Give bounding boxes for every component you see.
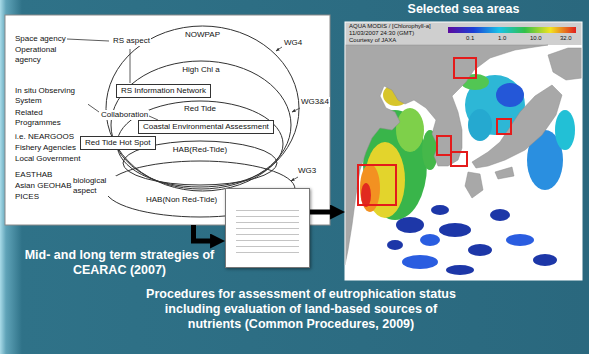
leader-line bbox=[276, 47, 282, 51]
scale-value: 1.0 bbox=[498, 35, 506, 42]
chlorophyll-field bbox=[402, 255, 438, 269]
chlorophyll-field bbox=[396, 108, 424, 152]
chlorophyll-field bbox=[361, 183, 371, 207]
map-panel: Selected sea areas bbox=[345, 22, 582, 280]
chlorophyll-field bbox=[420, 234, 440, 246]
map-background bbox=[345, 22, 582, 280]
chlorophyll-field bbox=[387, 240, 403, 250]
node-label: Red Tide Hot Spot bbox=[85, 138, 151, 148]
diagram-label: i.e. NEARGOOS bbox=[14, 132, 75, 142]
diagram-label: RS aspect bbox=[112, 36, 151, 46]
chlorophyll-field bbox=[431, 205, 449, 215]
diagram-label: WG3 bbox=[297, 166, 317, 176]
caption: Mid- and long term strategies of CEARAC … bbox=[17, 248, 222, 278]
caption: Selected sea areas bbox=[345, 2, 582, 17]
land bbox=[465, 172, 483, 198]
leader-line bbox=[67, 39, 300, 181]
selected-area-box bbox=[497, 119, 511, 134]
diagram-label: Fishery Agencies bbox=[14, 143, 77, 153]
leader-line bbox=[291, 177, 298, 181]
chlorophyll-field bbox=[468, 109, 492, 141]
chlorophyll-field bbox=[533, 254, 557, 266]
chlorophyll-field bbox=[506, 234, 534, 246]
ellipse-outline bbox=[106, 26, 299, 191]
node-label: High Chl a bbox=[110, 65, 292, 75]
scale-value: 10.0 bbox=[530, 35, 542, 42]
map-background bbox=[345, 45, 582, 280]
chlorophyll-field bbox=[555, 110, 575, 150]
land bbox=[472, 85, 562, 168]
map-caption: Courtesy of JAXA bbox=[349, 37, 396, 44]
land bbox=[495, 167, 514, 179]
diagram-label: Space agency bbox=[14, 34, 67, 44]
node-label: RS Information Network bbox=[121, 86, 206, 96]
node-label: Coastal Environmental Assessment bbox=[143, 122, 269, 132]
ellipse-outline bbox=[111, 61, 291, 189]
land bbox=[345, 45, 548, 265]
chlorophyll-field bbox=[468, 244, 492, 256]
caption: Procedures for assessment of eutrophicat… bbox=[141, 287, 461, 332]
diagram-label: EASTHAB bbox=[14, 170, 53, 180]
flow-arrow bbox=[310, 210, 335, 215]
land bbox=[548, 48, 582, 80]
chlorophyll-field bbox=[446, 265, 474, 275]
diagram-label: WG4 bbox=[283, 38, 303, 48]
diagram-label: Related Programmes bbox=[14, 108, 76, 128]
process-box: RS Information Network bbox=[116, 84, 211, 98]
diagram-label: biological aspect bbox=[72, 176, 116, 196]
land bbox=[345, 45, 582, 265]
diagram-label: In situ Observing System bbox=[14, 86, 88, 106]
diagram-label: Operational agency bbox=[14, 45, 66, 65]
color-scale bbox=[448, 27, 576, 33]
leader-line bbox=[67, 39, 109, 41]
scale-value: 32.0 bbox=[560, 35, 572, 42]
chlorophyll-field bbox=[490, 209, 510, 221]
map-caption: 11/03/2007 24:30 (GMT) bbox=[349, 30, 414, 37]
diagram-label: Asian GEOHAB bbox=[14, 181, 72, 191]
chlorophyll-field bbox=[396, 217, 424, 233]
scale-value: 0.1 bbox=[466, 35, 474, 42]
map-frame bbox=[345, 22, 582, 280]
selected-area-box bbox=[454, 58, 476, 78]
selected-area-box bbox=[451, 152, 467, 166]
diagram-label: Local Government bbox=[14, 154, 81, 164]
process-box: Coastal Environmental Assessment bbox=[138, 120, 274, 134]
map-background bbox=[345, 22, 582, 45]
venn-ellipse: NOWPAPHigh Chl aRed TideHAB(Red-Tide) bbox=[105, 25, 300, 192]
selected-area-box bbox=[437, 136, 451, 155]
map-caption: AQUA MODIS / [Chlorophyll-a] bbox=[349, 23, 431, 30]
node-label: HAB(Non Red-Tide) bbox=[146, 195, 217, 205]
document-thumbnail: Procedures for assessment of eutrophicat… bbox=[225, 188, 310, 268]
diagram-label: Collaboration bbox=[100, 110, 149, 120]
selected-area-box bbox=[358, 165, 396, 205]
flow-arrow bbox=[194, 225, 216, 241]
process-box: Red Tide Hot Spot bbox=[80, 136, 156, 150]
chlorophyll-field bbox=[439, 223, 471, 237]
diagram-label: WG3&4 bbox=[300, 97, 330, 107]
map-frame bbox=[345, 22, 582, 280]
diagram-label: PICES bbox=[14, 192, 40, 202]
chlorophyll-field bbox=[496, 83, 524, 107]
selected-area-box bbox=[358, 58, 511, 205]
chlorophyll-field bbox=[360, 74, 575, 275]
color-scale bbox=[448, 27, 576, 33]
